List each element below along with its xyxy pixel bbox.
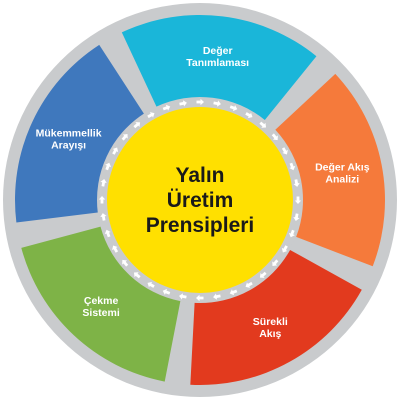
flow-arrows: [98, 98, 302, 302]
flow-arrow-icon: [289, 162, 296, 171]
flow-arrow-icon: [259, 271, 267, 278]
flow-arrow-icon: [196, 294, 204, 302]
flow-arrow-icon: [271, 133, 278, 141]
flow-arrow-icon: [112, 147, 119, 155]
segment-1-label-line-2: Tanımlaması: [186, 57, 249, 69]
segment-3: [190, 249, 362, 386]
flow-arrow-icon: [147, 112, 155, 119]
flow-arrow-icon: [245, 112, 253, 119]
flow-arrow-icon: [133, 122, 141, 129]
segment-5-label-line-1: Mükemmellik: [36, 128, 102, 140]
center-circle: [107, 107, 293, 293]
flow-arrow-icon: [105, 162, 112, 171]
center-title-line-3: Prensipleri: [146, 214, 255, 237]
flow-arrow-icon: [133, 272, 141, 279]
flow-arrow-icon: [281, 245, 288, 253]
flow-arrow-icon: [162, 288, 171, 295]
flow-arrow-icon: [104, 229, 111, 238]
flow-arrow-icon: [213, 293, 221, 300]
segment-4: [21, 226, 181, 382]
flow-arrow-icon: [229, 105, 238, 112]
segment-1-label-line-1: Değer: [203, 45, 233, 57]
flow-arrow-icon: [259, 121, 267, 128]
flow-arrow-icon: [293, 213, 300, 221]
flow-arrow-icon: [196, 98, 204, 106]
segment-2-label-line-2: Analizi: [325, 173, 359, 185]
flow-arrow-icon: [229, 289, 238, 296]
flow-arrow-icon: [293, 179, 300, 187]
flow-arrow-icon: [288, 229, 295, 238]
flow-arrow-icon: [272, 259, 279, 267]
flow-arrow-icon: [100, 213, 107, 221]
segment-4-label-line-1: Çekme: [84, 295, 119, 307]
flow-arrow-icon: [147, 281, 155, 288]
flow-arrow-icon: [281, 147, 288, 155]
segments-layer: [15, 15, 385, 386]
flow-arrow-icon: [98, 196, 106, 204]
segment-2-label-line-1: Değer Akış: [315, 161, 370, 173]
center-title-line-2: Üretim: [167, 189, 234, 212]
segment-1: [121, 15, 317, 120]
segment-5: [15, 44, 144, 223]
flow-arrow-icon: [121, 133, 128, 141]
flow-arrow-icon: [213, 100, 221, 107]
flow-arrow-icon: [179, 100, 187, 107]
flow-arrow-icon: [245, 281, 253, 288]
flow-arrow-icon: [112, 245, 119, 253]
flow-arrow-icon: [122, 259, 129, 267]
segment-3-label-line-1: Sürekli: [253, 316, 288, 328]
flow-arrow-icon: [100, 179, 107, 187]
flow-arrow-icon: [294, 196, 302, 204]
flow-arrow-icon: [162, 104, 171, 111]
segment-4-label-line-2: Sistemi: [82, 307, 119, 319]
flow-arrow-icon: [179, 293, 187, 300]
segment-3-label-line-2: Akış: [259, 328, 281, 340]
segment-2: [275, 73, 385, 267]
segment-5-label-line-2: Arayışı: [51, 140, 86, 152]
center-title-line-1: Yalın: [175, 164, 224, 187]
